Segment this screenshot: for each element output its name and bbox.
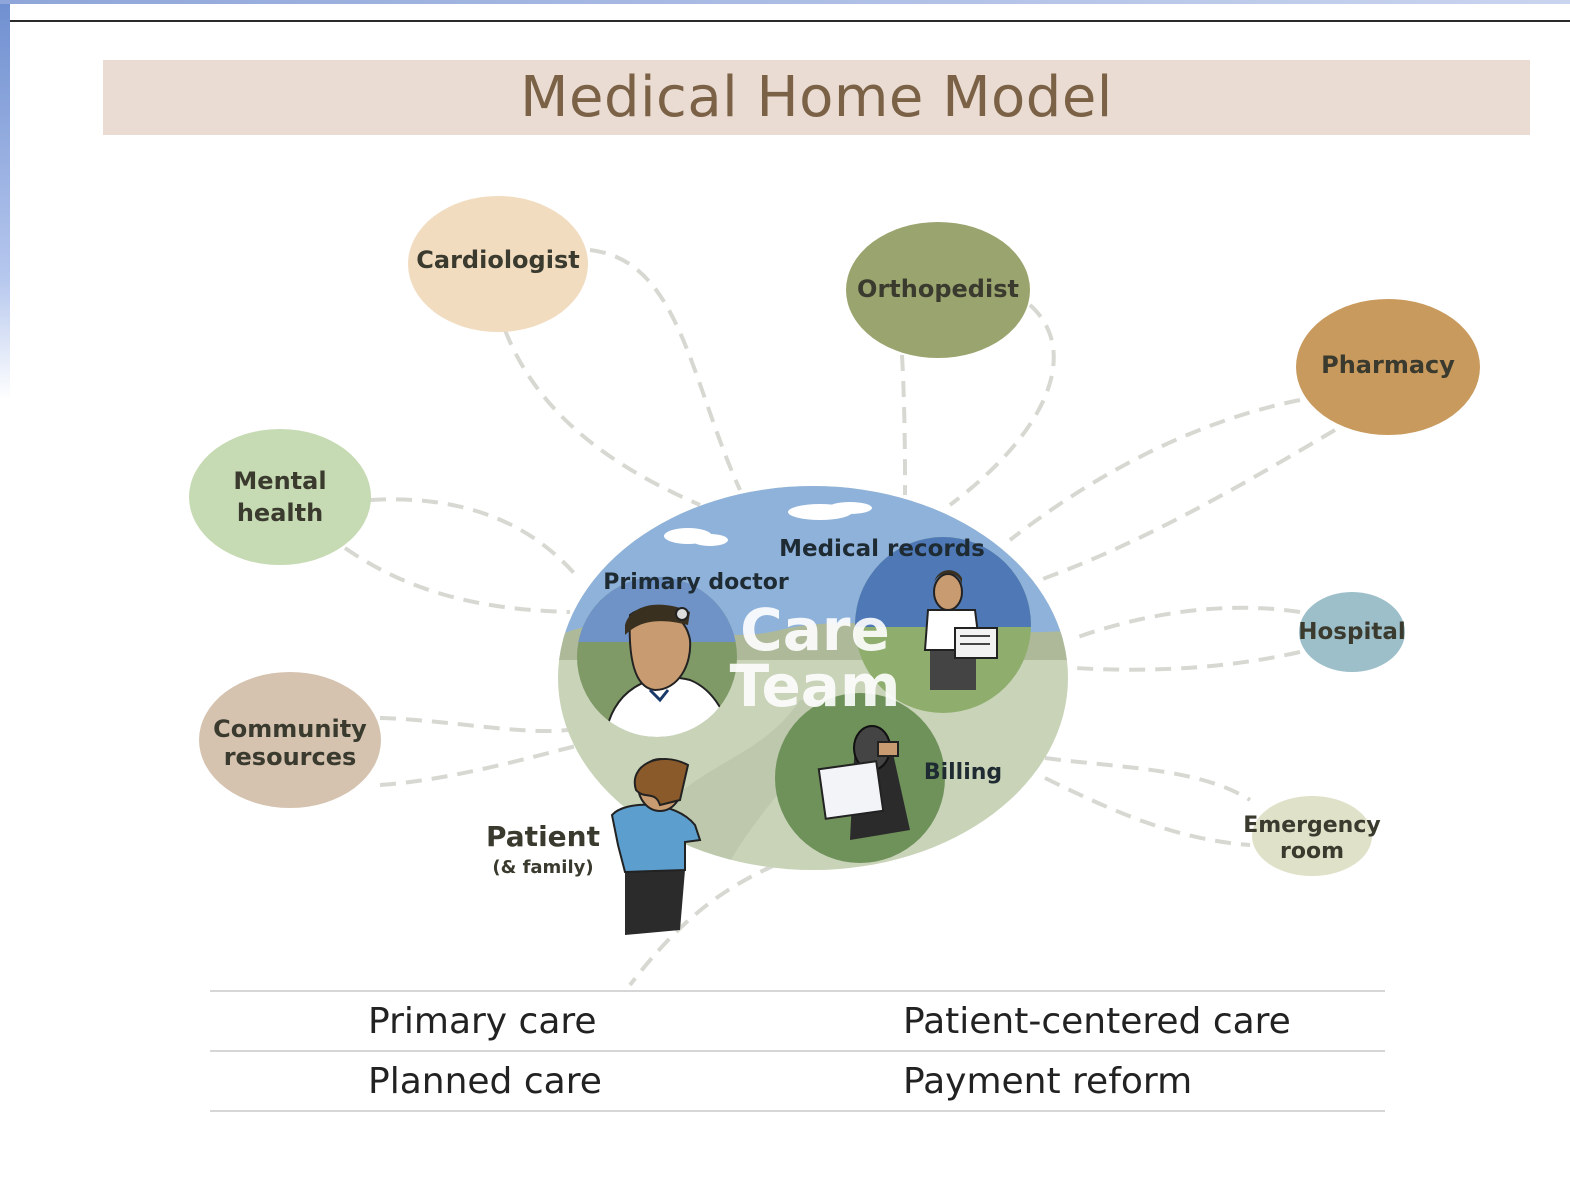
hospital-bubble <box>1299 592 1405 672</box>
billing-vignette <box>775 693 945 863</box>
node-cardiologist: Cardiologist <box>408 196 588 332</box>
table-cell: Payment reform <box>903 1060 1193 1102</box>
slide-top-rule <box>10 20 1570 22</box>
patient-sub-label: (& family) <box>492 857 593 878</box>
node-orthopedist: Orthopedist <box>846 222 1030 358</box>
slide-edge-decoration <box>0 0 10 400</box>
orthopedist-bubble <box>846 222 1030 358</box>
emergency-room-bubble <box>1252 796 1372 876</box>
node-mental-health: Mental health <box>189 429 371 565</box>
title-band: Medical Home Model <box>103 60 1530 135</box>
cardiologist-label: Cardiologist <box>416 246 579 274</box>
node-emergency-room: Emergency room <box>1243 796 1381 876</box>
billing-label: Billing <box>924 760 1002 785</box>
table-cell: Patient-centered care <box>903 1000 1291 1042</box>
hospital-label: Hospital <box>1298 619 1406 645</box>
table-row: Primary care Patient-centered care <box>210 990 1385 1050</box>
table-cell: Primary care <box>368 1000 597 1042</box>
emergency-room-label-line2: room <box>1280 839 1344 864</box>
table-cell: Planned care <box>368 1060 602 1102</box>
community-resources-label-line2: resources <box>224 743 357 771</box>
connector-lines <box>343 248 1337 987</box>
primary-doctor-label: Primary doctor <box>603 570 789 595</box>
community-resources-label-line1: Community <box>213 715 367 743</box>
mental-health-bubble <box>189 429 371 565</box>
node-hospital: Hospital <box>1298 592 1406 672</box>
patient-label: Patient <box>486 820 600 853</box>
patient-figure <box>610 758 702 935</box>
medical-records-label: Medical records <box>779 536 985 562</box>
node-community-resources: Community resources <box>199 672 381 808</box>
principles-table: Primary care Patient-centered care Plann… <box>210 990 1385 1112</box>
orthopedist-label: Orthopedist <box>857 275 1019 303</box>
pharmacy-bubble <box>1296 299 1480 435</box>
care-team-circle: Medical records Primary doctor Billing C… <box>558 486 1068 935</box>
slide-top-bar <box>0 0 1570 4</box>
diagram-title: Medical Home Model <box>520 65 1113 130</box>
mental-health-label-line1: Mental <box>233 467 326 495</box>
pharmacy-label: Pharmacy <box>1321 351 1455 379</box>
community-resources-bubble <box>199 672 381 808</box>
care-team-label-line1: Care <box>740 596 890 664</box>
node-pharmacy: Pharmacy <box>1296 299 1480 435</box>
care-team-label-line2: Team <box>730 652 901 720</box>
mental-health-label-line2: health <box>237 499 323 527</box>
clouds <box>664 502 872 546</box>
cardiologist-bubble <box>408 196 588 332</box>
table-row: Planned care Payment reform <box>210 1050 1385 1112</box>
emergency-room-label-line1: Emergency <box>1243 813 1380 838</box>
